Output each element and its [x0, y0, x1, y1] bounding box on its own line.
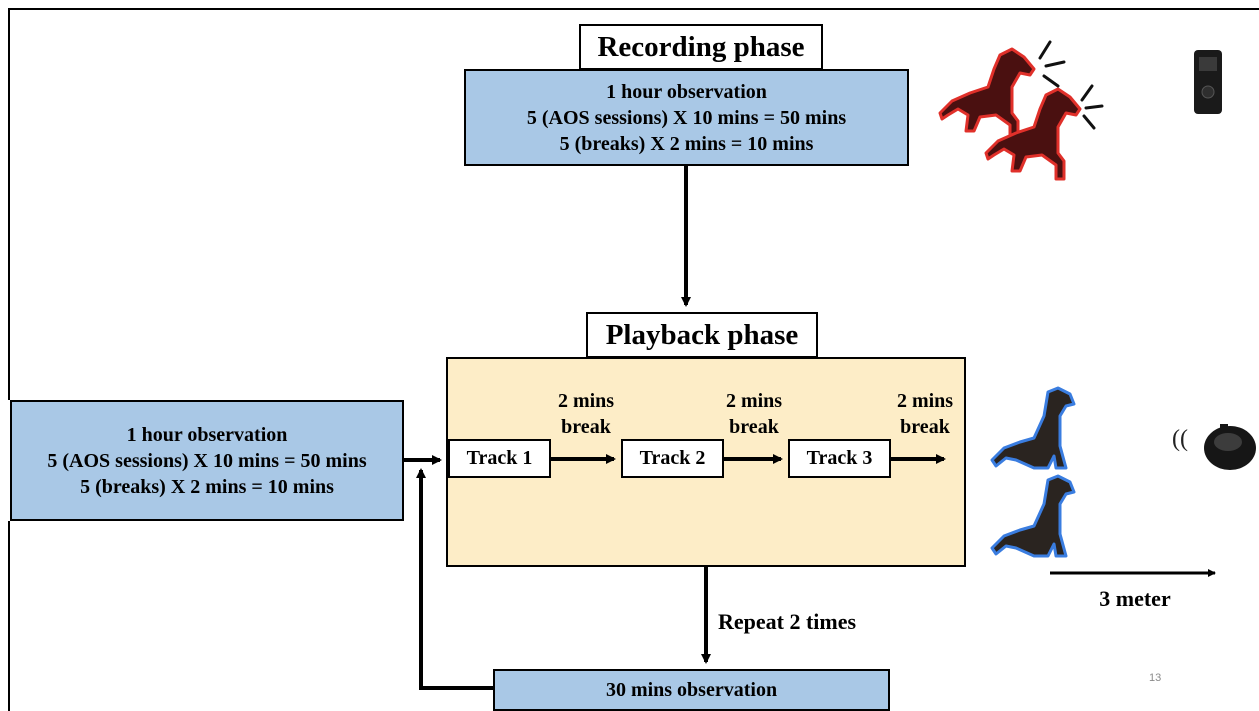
break-label-2: 2 mins break [708, 388, 800, 440]
sitting-dog-icon-top [990, 386, 1076, 470]
track-2-label: Track 2 [639, 447, 706, 469]
break-label-3: 2 mins break [879, 388, 971, 440]
sitting-dog-icon-bottom [990, 474, 1076, 558]
barking-dogs-icon [938, 47, 1082, 181]
speaker-icon [1204, 424, 1256, 470]
break-3-line2: break [900, 416, 950, 438]
recording-line-1: 1 hour observation [606, 80, 767, 103]
track-1-label: Track 1 [466, 447, 533, 469]
track-3-box: Track 3 [788, 439, 891, 478]
left-line-1: 1 hour observation [126, 423, 288, 446]
bark-lines-icon [1038, 40, 1104, 130]
frame-top [8, 8, 1259, 10]
repeat-label: Repeat 2 times [718, 609, 857, 634]
track-3-label: Track 3 [806, 447, 873, 469]
frame-left-lower [8, 521, 10, 711]
frame-left [8, 8, 10, 400]
thirty-min-observation-label: 30 mins observation [605, 678, 778, 701]
break-1-line2: break [561, 416, 611, 438]
break-1-line1: 2 mins [557, 390, 615, 412]
recording-phase-title: Recording phase [579, 24, 823, 70]
recording-line-2: 5 (AOS sessions) X 10 mins = 50 mins [526, 106, 847, 129]
playback-phase-title-text: Playback phase [605, 318, 799, 351]
playback-phase-title: Playback phase [586, 312, 818, 358]
left-line-3: 5 (breaks) X 2 mins = 10 mins [80, 475, 334, 498]
page-number: 13 [1149, 672, 1162, 684]
thirty-min-observation-box: 30 mins observation [493, 669, 890, 711]
voice-recorder-icon [1194, 50, 1222, 114]
distance-label: 3 meter [1099, 586, 1171, 611]
break-2-line1: 2 mins [725, 390, 783, 412]
track-2-box: Track 2 [621, 439, 724, 478]
sound-wave-icon: (( [1172, 426, 1188, 452]
recording-observation-box: 1 hour observation 5 (AOS sessions) X 10… [464, 69, 909, 166]
recording-line-3: 5 (breaks) X 2 mins = 10 mins [559, 132, 814, 155]
recording-phase-title-text: Recording phase [597, 30, 805, 63]
track-1-box: Track 1 [448, 439, 551, 478]
left-line-2: 5 (AOS sessions) X 10 mins = 50 mins [47, 449, 367, 472]
break-2-line2: break [729, 416, 779, 438]
break-label-1: 2 mins break [540, 388, 632, 440]
left-observation-box: 1 hour observation 5 (AOS sessions) X 10… [10, 400, 404, 521]
break-3-line1: 2 mins [896, 390, 954, 412]
